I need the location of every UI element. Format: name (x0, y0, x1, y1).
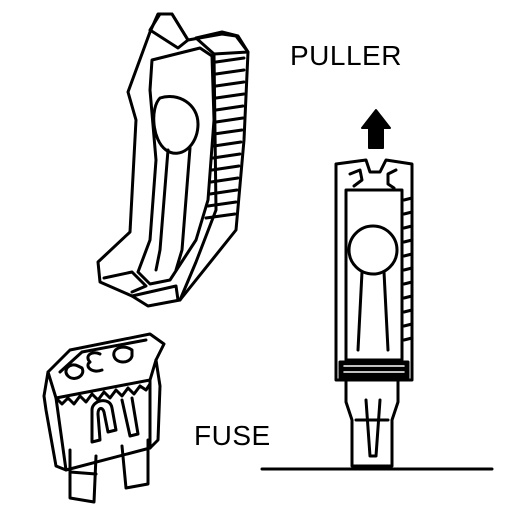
vertical-puller-arm-right (382, 270, 390, 352)
blade-fuse-window (90, 399, 118, 444)
blade-fuse-serration (54, 382, 152, 406)
vertical-puller-body (334, 158, 414, 382)
angled-puller-lip (102, 270, 148, 294)
angled-puller-eye (152, 95, 200, 155)
angled-puller-right-tab (194, 30, 250, 56)
puller-label: PULLER (290, 40, 402, 71)
blade-fuse-right-blade (120, 438, 150, 490)
blade-fuse-marking-three (86, 351, 104, 373)
vertical-puller-right-hook (386, 168, 398, 190)
angled-puller-arm-left (154, 148, 170, 272)
vertical-puller-fuse-slot (364, 398, 382, 458)
angled-puller-jaw-slot (136, 46, 216, 286)
vertical-puller-arm-left (356, 270, 364, 352)
vertical-puller-left-hook (348, 168, 364, 188)
blade-fuse-top-ridge (58, 338, 148, 374)
angled-puller-arm-right (174, 146, 192, 272)
blade-fuse-left-blade (68, 448, 98, 504)
angled-puller-side-edge (178, 52, 218, 302)
blade-fuse-marking-zero-right (112, 345, 134, 364)
angled-puller (96, 12, 250, 308)
blade-fuse-top-cap (46, 332, 166, 400)
vertical-puller-gripped-fuse-head (338, 360, 410, 380)
angled-puller-grip-ridges (204, 56, 246, 220)
vertical-puller-eye (347, 224, 399, 276)
fuse-label: FUSE (194, 420, 271, 451)
blade-fuse-marking-zero-left (64, 363, 85, 380)
angled-puller-body (96, 12, 250, 308)
blade-fuse (42, 332, 166, 504)
pull-direction-arrow-icon (361, 109, 391, 149)
angled-puller-lip-2 (130, 284, 180, 302)
vertical-puller (334, 109, 414, 468)
vertical-puller-inner-frame (344, 188, 404, 362)
blade-fuse-body (42, 358, 162, 472)
vertical-puller-grip-ridges (402, 196, 414, 342)
vertical-puller-fuse-body (344, 378, 400, 468)
angled-puller-left-tab (148, 12, 190, 50)
